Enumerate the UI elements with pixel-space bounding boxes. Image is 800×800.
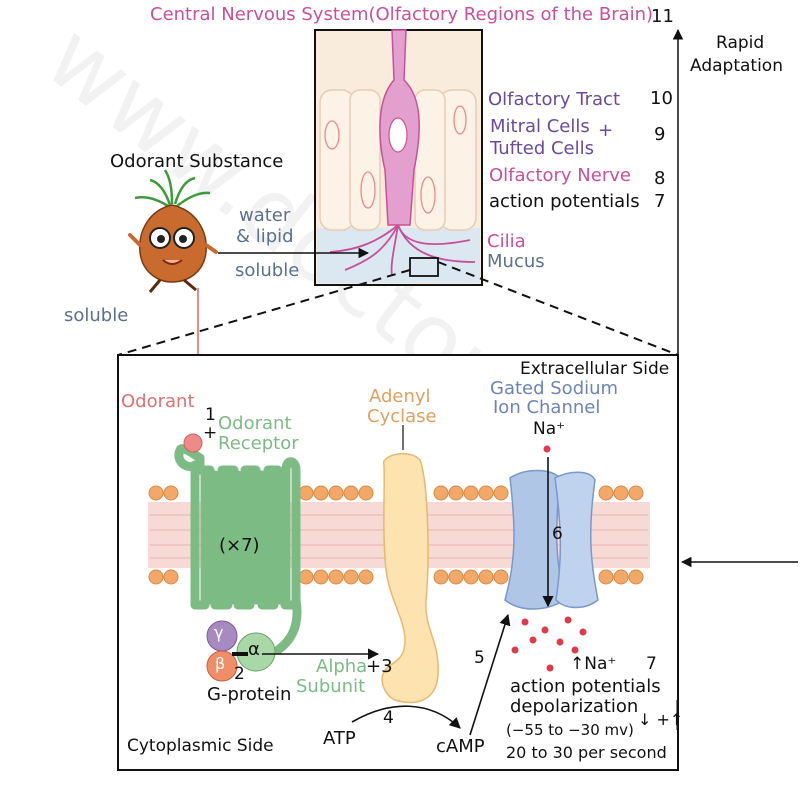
lipid-head — [358, 569, 374, 585]
lipid-head — [463, 485, 479, 501]
gamma-label: γ — [214, 623, 224, 642]
olfactory-nerve-label: Olfactory Nerve — [489, 165, 631, 186]
odorant-receptor-label-2: Receptor — [218, 433, 299, 454]
lipid-head — [328, 569, 344, 585]
action-potentials-label-2: action potentials — [510, 676, 661, 697]
odorant-receptor-shape — [174, 444, 301, 610]
lipid-head — [493, 485, 509, 501]
adaptation-label: Adaptation — [690, 56, 783, 76]
step-8: 8 — [654, 168, 666, 189]
lipid-head — [598, 569, 614, 585]
step-4: 4 — [383, 708, 394, 728]
sodium-ions — [511, 616, 587, 672]
soluble-label-a: soluble — [235, 260, 300, 281]
g-protein-label: G-protein — [207, 684, 292, 705]
lipid-head — [343, 569, 359, 585]
onion-mascot-icon — [128, 169, 218, 293]
lipid-head — [628, 485, 644, 501]
lipid-head — [463, 569, 479, 585]
sodium-channel-icon — [504, 469, 599, 610]
lipid-head — [613, 569, 629, 585]
lipid-head — [358, 485, 374, 501]
step-3: +3 — [366, 656, 393, 677]
lipid-head — [298, 485, 314, 501]
camp-label: cAMP — [436, 736, 485, 757]
step-9: 9 — [654, 124, 666, 145]
lipid-head — [598, 485, 614, 501]
rapid-label: Rapid — [716, 33, 765, 53]
lipid-head — [313, 569, 329, 585]
step-5: 5 — [474, 648, 485, 668]
lipid-head — [343, 485, 359, 501]
rate-label: 20 to 30 per second — [506, 743, 667, 762]
lipid-head — [448, 569, 464, 585]
lipid-label: & lipid — [236, 226, 294, 247]
cns-title: Central Nervous System(Olfactory Regions… — [150, 4, 654, 25]
step-7: 7 — [654, 191, 666, 212]
olfactory-tract-label: Olfactory Tract — [488, 89, 621, 110]
lipid-head — [313, 485, 329, 501]
lipid-head — [478, 569, 494, 585]
depolarization-label: depolarization — [510, 696, 639, 717]
step-11: 11 — [651, 6, 674, 27]
alpha-subunit-label-2: Subunit — [296, 676, 366, 697]
lipid-head — [493, 569, 509, 585]
alpha-subunit-label-1: Alpha — [316, 656, 368, 677]
mitral-plus: + — [598, 120, 614, 141]
cilia-label: Cilia — [487, 231, 526, 252]
lipid-head — [328, 485, 344, 501]
lipid-head — [448, 485, 464, 501]
step-2: 2 — [234, 664, 245, 684]
soluble-label-b: soluble — [64, 305, 129, 326]
odorant-receptor-label-1: Odorant — [218, 413, 292, 434]
lipid-head — [433, 485, 449, 501]
step-1: 1 — [205, 405, 216, 425]
odorant-substance-label: Odorant Substance — [110, 151, 284, 172]
gated-sodium-label-1: Gated Sodium — [490, 378, 619, 399]
mitral-cells-label: Mitral Cells — [490, 116, 590, 137]
voltage-range-label: (−55 to −30 mv) — [506, 721, 634, 739]
lipid-head — [298, 569, 314, 585]
odorant-molecule — [183, 433, 203, 453]
extracellular-side-label: Extracellular Side — [520, 359, 670, 379]
lipid-head — [163, 485, 179, 501]
gated-sodium-label-2: Ion Channel — [493, 397, 601, 418]
lipid-head — [628, 569, 644, 585]
lipid-head — [613, 485, 629, 501]
lipid-head — [163, 569, 179, 585]
mucus-label: Mucus — [487, 251, 545, 272]
polarity-arrows: ↓ +↑ — [638, 710, 684, 729]
lipid-head — [148, 485, 164, 501]
cytoplasmic-side-label: Cytoplasmic Side — [127, 736, 274, 756]
adenyl-cyclase-label-1: Adenyl — [369, 386, 431, 407]
beta-label: β — [215, 654, 226, 673]
step-7b: 7 — [646, 654, 657, 674]
x7-label: (×7) — [219, 535, 260, 556]
step-6: 6 — [552, 524, 563, 544]
step-10: 10 — [650, 88, 673, 109]
lipid-head — [478, 485, 494, 501]
tufted-cells-label: Tufted Cells — [490, 138, 594, 159]
na-outside-label: Na⁺ — [533, 419, 566, 439]
water-label: water — [239, 205, 291, 226]
na-inside-label: ↑Na⁺ — [570, 654, 617, 674]
adenyl-cyclase-shape — [381, 452, 439, 704]
step-1-plus: + — [203, 423, 218, 443]
g-protein-icon — [206, 620, 276, 682]
action-potentials-label: action potentials — [489, 191, 640, 212]
lipid-head — [433, 569, 449, 585]
alpha-label: α — [248, 639, 260, 660]
lipid-head — [148, 569, 164, 585]
adenyl-cyclase-label-2: Cyclase — [367, 406, 437, 427]
odorant-label: Odorant — [121, 391, 195, 412]
olfactory-epithelium-panel — [314, 29, 483, 286]
atp-label: ATP — [323, 728, 356, 749]
